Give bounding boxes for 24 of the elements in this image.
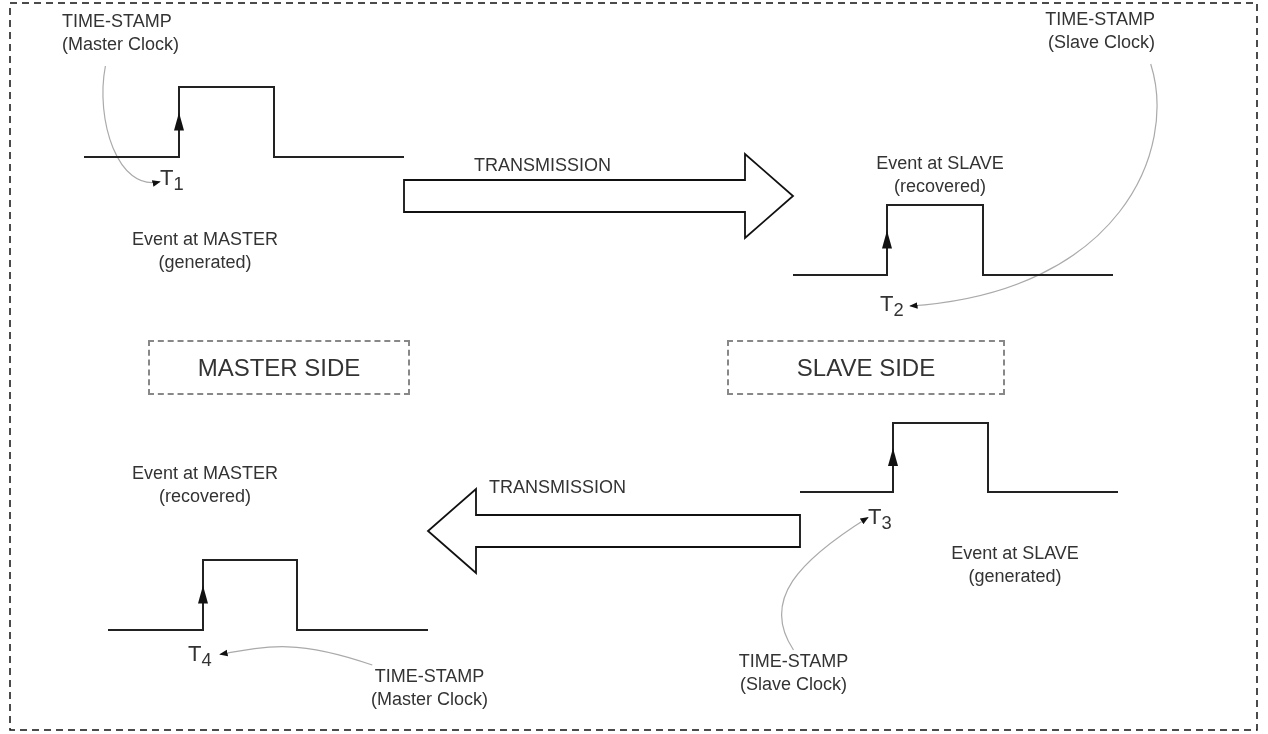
pulse-waveform (800, 421, 1118, 494)
timestamp-label: TIME-STAMP (Slave Clock) (722, 650, 865, 706)
transmission-arrow (403, 152, 795, 240)
leader-line (102, 65, 161, 186)
pulse-waveform (108, 558, 428, 632)
event-caption: Event at SLAVE (generated) (950, 542, 1080, 589)
pulse-waveform (84, 85, 404, 159)
transmission-arrow (426, 487, 801, 575)
time-label: T$_{2}$ (880, 290, 910, 322)
leader-line (219, 646, 373, 666)
time-label: T$_{4}$ (188, 640, 220, 672)
leader-line (780, 516, 869, 651)
event-caption: Event at MASTER (recovered) (130, 462, 280, 509)
timestamp-label: TIME-STAMP (Slave Clock) (1012, 8, 1155, 64)
dashed-label-box: MASTER SIDE (148, 340, 410, 395)
event-caption: Event at MASTER (generated) (130, 228, 280, 275)
event-caption: Event at SLAVE (recovered) (875, 152, 1005, 199)
time-label: T$_{1}$ (160, 164, 200, 196)
pulse-waveform (793, 203, 1113, 277)
time-label: T$_{3}$ (868, 503, 900, 535)
leader-line (909, 63, 1158, 309)
dashed-label-box: SLAVE SIDE (727, 340, 1005, 395)
timestamp-label: TIME-STAMP (Master Clock) (62, 10, 186, 66)
timestamp-label: TIME-STAMP (Master Clock) (358, 665, 501, 721)
